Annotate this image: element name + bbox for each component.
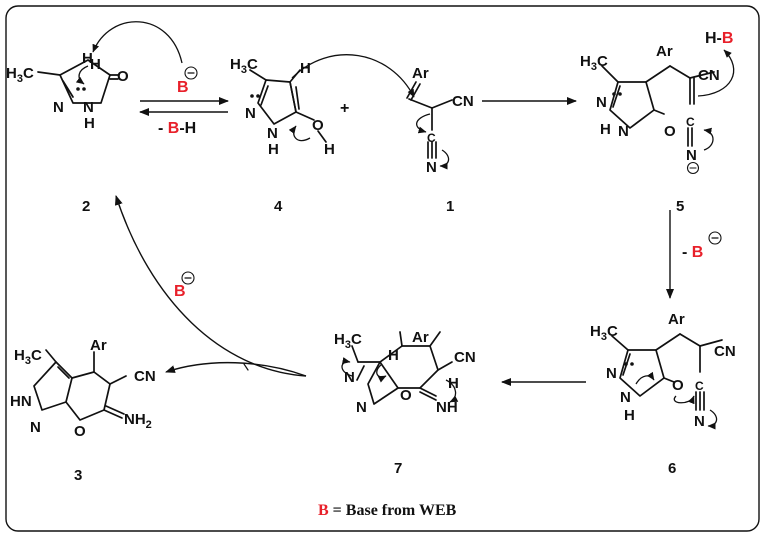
c6-arrow-cn <box>707 409 718 430</box>
c2-h2: H <box>90 56 101 73</box>
c6-arrow-n <box>635 371 655 385</box>
c6-n2: N <box>620 389 631 406</box>
c7-h1: H <box>388 347 399 364</box>
c4-oh-h: H <box>324 141 335 158</box>
c5-ar: Ar <box>656 43 673 60</box>
compound-6-number: 6 <box>668 460 676 477</box>
scheme-frame <box>5 5 760 532</box>
arrow-cycle-to-2 <box>114 195 307 377</box>
c3-n: N <box>30 419 41 436</box>
c7-n1: N <box>344 369 355 386</box>
base-b-regen-charge <box>181 271 195 285</box>
compound-7-number: 7 <box>394 460 402 477</box>
c2-n1: N <box>53 99 64 116</box>
c4-ch3: H3C <box>230 56 258 76</box>
c7-ar: Ar <box>412 329 429 346</box>
compound-1-number: 1 <box>446 198 454 215</box>
c4-n2: N <box>267 125 278 142</box>
c2-h: H <box>82 50 93 67</box>
c5-n1: N <box>596 94 607 111</box>
arrow-4-attacks-1 <box>291 54 415 98</box>
c3-nh2: NH2 <box>124 411 152 431</box>
c3-o: O <box>74 423 86 440</box>
c6-n: N <box>694 413 705 430</box>
c5-ch3: H3C <box>580 53 608 73</box>
c2-arrow-ring <box>75 65 89 85</box>
c5-n: N <box>686 147 697 164</box>
hb-label: H-B <box>705 30 733 47</box>
compound-3-number: 3 <box>74 467 82 484</box>
c1-arrow-pi <box>416 113 431 134</box>
c7-arrow-3 <box>445 379 459 403</box>
c5-cn: CN <box>698 67 720 84</box>
c4-n1: N <box>245 105 256 122</box>
c6-ch3: H3C <box>590 323 618 343</box>
c6-n1: N <box>606 365 617 382</box>
c7-n2: N <box>356 399 367 416</box>
c7-arrow-1 <box>341 357 353 377</box>
plus-sign: + <box>340 100 349 117</box>
c2-o: O <box>117 68 129 85</box>
c2-ch3: H3C <box>6 65 34 85</box>
base-b-top-charge <box>184 66 198 80</box>
c4-o: O <box>312 117 324 134</box>
minus-b-charge <box>708 231 722 245</box>
c7-cn: CN <box>454 349 476 366</box>
c1-c: C <box>427 131 436 145</box>
c1-n: N <box>426 159 437 176</box>
c3-hn: HN <box>10 393 32 410</box>
c7-h2: H <box>448 375 459 392</box>
c7-arrow-2 <box>376 363 387 383</box>
c4-h: H <box>300 60 311 77</box>
c4-nh-h: H <box>268 141 279 158</box>
base-b-regen: B <box>174 283 186 300</box>
c5-c: C <box>686 115 695 129</box>
c1-arrow-cn <box>439 149 450 170</box>
c5-n2: N <box>618 123 629 140</box>
compound-5-number: 5 <box>676 198 684 215</box>
arrow-to-hb <box>697 49 735 97</box>
c4-arrow-oh <box>288 125 311 142</box>
arrow-7-to-3 <box>165 361 307 377</box>
compound-6: H3C Ar CN N N H O C N 6 <box>590 311 736 477</box>
c6-arrow-o <box>673 395 695 405</box>
c1-ar: Ar <box>412 65 429 82</box>
compound-3: H3C Ar CN HN N O NH2 3 <box>10 337 156 484</box>
c2-nh-h: H <box>84 115 95 132</box>
c6-o: O <box>672 377 684 394</box>
compound-4: H3C H N N H O H 4 <box>230 56 335 215</box>
legend-b: B <box>318 502 329 519</box>
c1-cn: CN <box>452 93 474 110</box>
compound-2: H3C H H O N N H 2 <box>6 50 129 215</box>
c6-c: C <box>695 379 704 393</box>
minus-b-label: - B <box>682 244 703 261</box>
c5-arrow-n <box>703 127 714 151</box>
c6-ar: Ar <box>668 311 685 328</box>
c3-ar: Ar <box>90 337 107 354</box>
legend-text: = Base from WEB <box>329 502 457 519</box>
c7-o: O <box>400 387 412 404</box>
arrow-base-to-h <box>92 21 183 64</box>
c7-nh: NH <box>436 399 458 416</box>
c3-ch3: H3C <box>14 347 42 367</box>
compound-4-number: 4 <box>274 198 283 215</box>
c6-cn: CN <box>714 343 736 360</box>
c5-n-charge <box>686 161 700 175</box>
base-b-top: B <box>177 79 189 96</box>
legend: B = Base from WEB <box>318 502 457 519</box>
c2-n2: N <box>83 99 94 116</box>
compound-5: H3C Ar CN N N H O C N 5 <box>580 43 720 215</box>
c5-o: O <box>664 123 676 140</box>
minus-bh-label: - B-H <box>158 120 196 137</box>
compound-1: Ar CN C N 1 <box>406 65 474 215</box>
c6-nh-h: H <box>624 407 635 424</box>
compound-7: H3C Ar CN H H N N O NH 7 <box>334 329 476 477</box>
c5-nh-h: H <box>600 121 611 138</box>
c7-ch3: H3C <box>334 331 362 351</box>
c3-cn: CN <box>134 368 156 385</box>
compound-2-number: 2 <box>82 198 90 215</box>
